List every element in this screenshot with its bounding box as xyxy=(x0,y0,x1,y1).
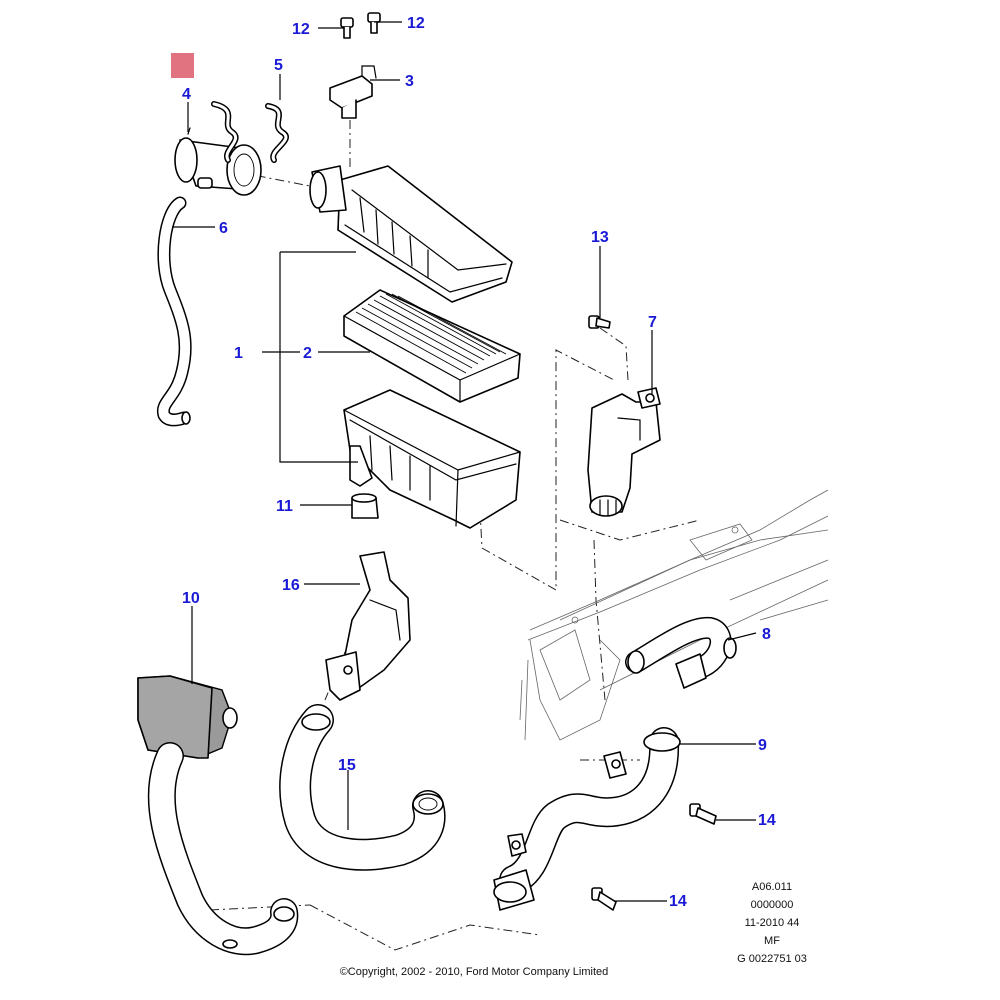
callout-9[interactable]: 9 xyxy=(758,737,767,754)
copyright-notice: ©Copyright, 2002 - 2010, Ford Motor Comp… xyxy=(340,966,609,978)
callout-6[interactable]: 6 xyxy=(219,220,228,237)
part-3-sensor[interactable] xyxy=(329,65,377,119)
callout-15[interactable]: 15 xyxy=(338,757,356,774)
part-11-grommet[interactable] xyxy=(351,493,379,519)
reference-line-2: 0000000 xyxy=(751,899,794,911)
part-13-bolt[interactable] xyxy=(588,315,611,329)
callout-leaders xyxy=(172,21,757,902)
part-9-intake-pipe[interactable] xyxy=(493,727,681,911)
callout-14-lower[interactable]: 14 xyxy=(669,893,687,910)
callout-1[interactable]: 1 xyxy=(234,345,243,362)
callout-5[interactable]: 5 xyxy=(274,57,283,74)
part-2-filter-element[interactable] xyxy=(343,289,521,403)
reference-line-4: MF xyxy=(764,935,780,947)
callout-14-upper[interactable]: 14 xyxy=(758,812,776,829)
part-16-bracket-duct[interactable] xyxy=(325,551,411,701)
callout-7[interactable]: 7 xyxy=(648,314,657,331)
part-12-bolts[interactable] xyxy=(340,12,381,39)
part-15-hose[interactable] xyxy=(279,704,446,871)
reference-block: A06.011 0000000 11-2010 44 MF G 0022751 … xyxy=(737,881,807,965)
air-cleaner-cover[interactable] xyxy=(309,165,513,303)
part-14-bolts[interactable] xyxy=(591,803,717,911)
callout-16[interactable]: 16 xyxy=(282,577,300,594)
vehicle-body-structure xyxy=(519,489,829,741)
part-10-resonator[interactable] xyxy=(137,675,299,956)
callout-3[interactable]: 3 xyxy=(405,73,414,90)
part-5-small-hose[interactable] xyxy=(211,101,289,163)
callout-13[interactable]: 13 xyxy=(591,229,609,246)
part-4-meter-housing[interactable] xyxy=(174,127,262,196)
part-6-breather-hose[interactable] xyxy=(156,196,192,427)
callout-2[interactable]: 2 xyxy=(303,345,312,362)
part-8-hose[interactable] xyxy=(625,616,737,689)
assembly-dash-lines xyxy=(209,120,701,951)
callout-11[interactable]: 11 xyxy=(276,498,293,515)
callout-4[interactable]: 4 xyxy=(182,86,191,103)
callout-12-right[interactable]: 12 xyxy=(407,15,425,32)
reference-line-5: G 0022751 03 xyxy=(737,953,807,965)
callout-12-left[interactable]: 12 xyxy=(292,21,310,38)
air-cleaner-lower-housing[interactable] xyxy=(343,389,521,529)
callout-numbers: 4 5 6 3 12 12 1 2 11 13 7 8 9 14 14 16 1… xyxy=(182,15,776,910)
part-7-intake-duct[interactable] xyxy=(587,387,661,517)
reference-line-3: 11-2010 44 xyxy=(745,917,800,929)
callout-8[interactable]: 8 xyxy=(762,626,771,643)
callout-10[interactable]: 10 xyxy=(182,590,200,607)
selected-part-marker xyxy=(171,53,194,78)
reference-line-1: A06.011 xyxy=(752,881,792,893)
